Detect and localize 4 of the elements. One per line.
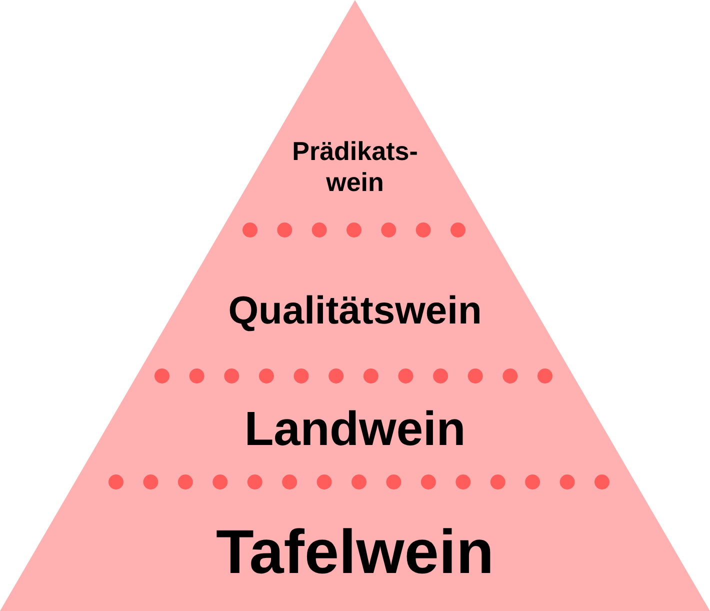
pyramid-level-label: Tafelwein [216,516,494,590]
pyramid-level-label: Prädikats- wein [270,136,440,198]
pyramid-level-label: Qualitätswein [228,288,482,336]
pyramid-level-label: Landwein [244,401,466,459]
